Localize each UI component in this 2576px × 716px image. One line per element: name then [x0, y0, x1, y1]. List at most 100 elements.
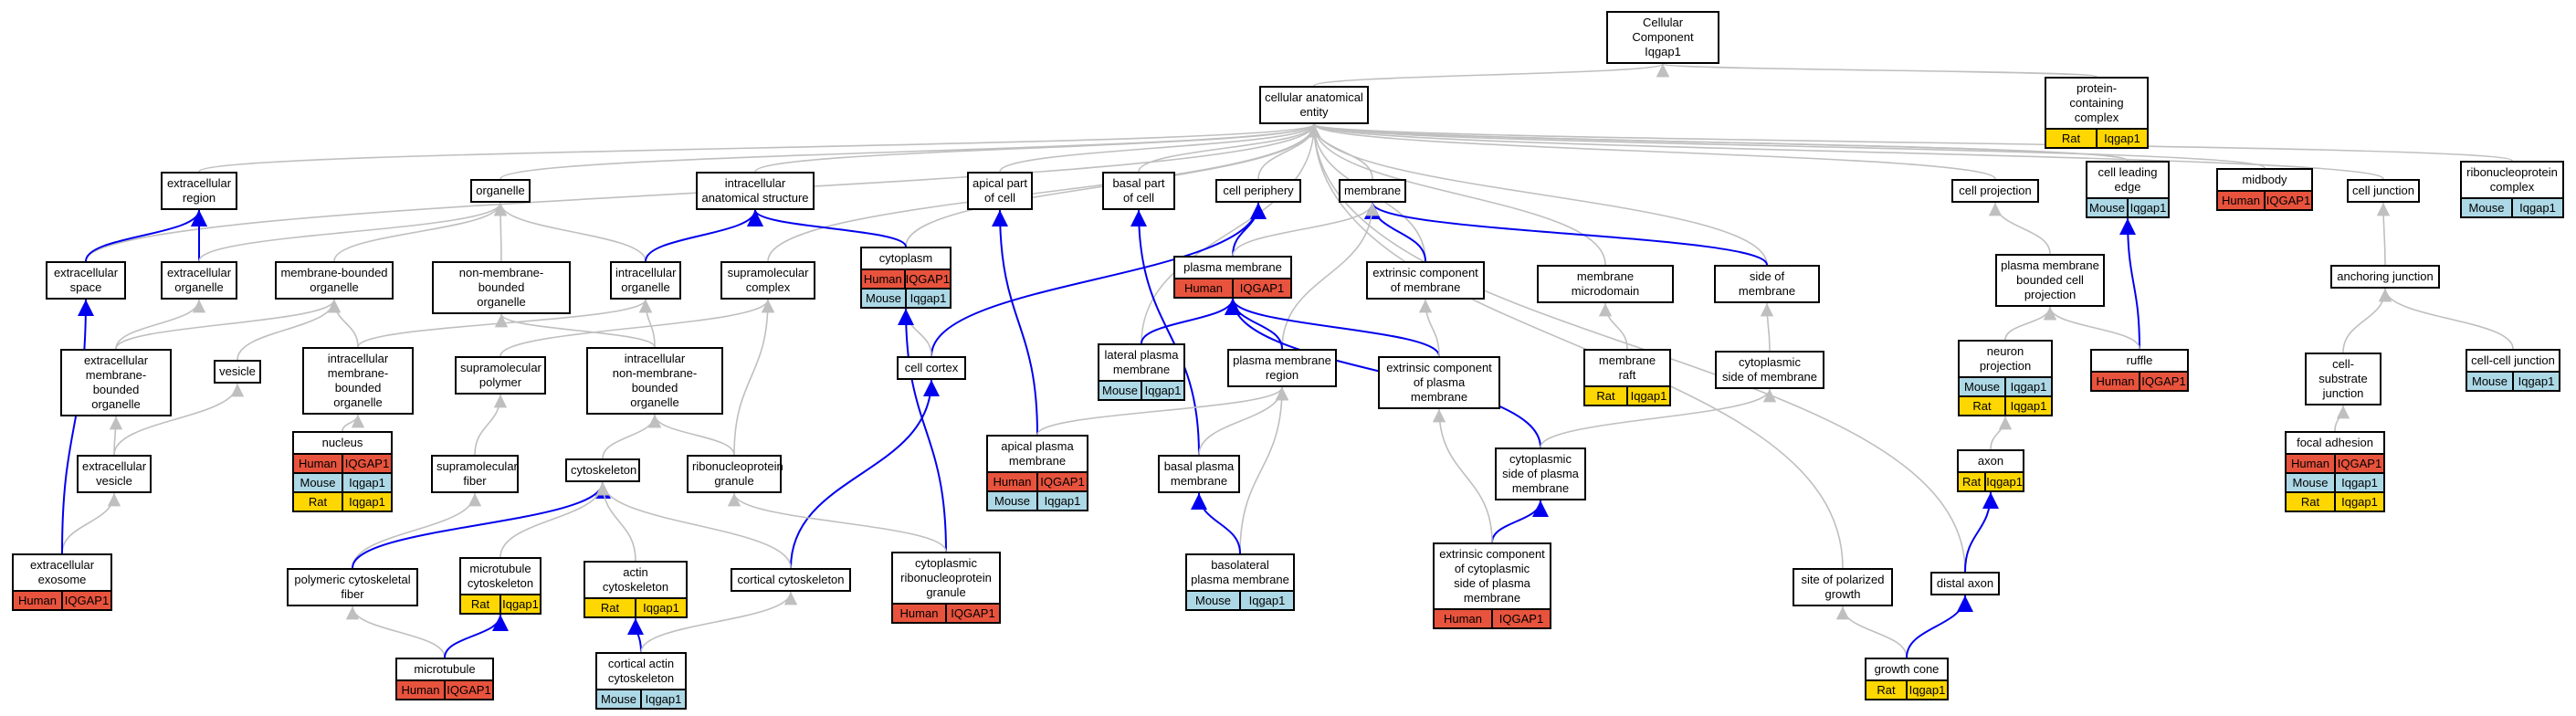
go-term-label-line: distal axon	[1936, 576, 1994, 590]
go-term-label-line: cell periphery	[1223, 184, 1294, 197]
species-cell: Rat	[470, 597, 490, 611]
gene-cell: IQGAP1	[945, 605, 999, 622]
go-term-label-line: basolateral	[1211, 558, 1269, 572]
go-term-node: distal axon	[1930, 572, 2000, 595]
is-a-edge	[2376, 202, 2391, 266]
gene-cell: Iqgap1	[2127, 199, 2168, 216]
species-cell: Mouse	[300, 476, 336, 490]
go-term-label: actin cytoskeleton	[585, 563, 686, 597]
annotated-edge	[1906, 595, 1973, 658]
go-term-label-line: focal adhesion	[2297, 436, 2373, 449]
gene-cell: IQGAP1	[342, 455, 391, 472]
go-term-label-line: projection	[2024, 288, 2077, 301]
species-cell: Rat	[2300, 495, 2320, 509]
go-term-label: membrane	[1341, 181, 1404, 201]
go-term-label-line: anatomical structure	[701, 191, 809, 205]
annotated-edge	[444, 614, 509, 658]
is-a-edge	[474, 394, 508, 456]
gene-cell: Iqgap1	[1984, 473, 2023, 490]
is-a-edge	[115, 299, 342, 350]
go-term-label-line: organelle	[630, 395, 679, 409]
is-a-edge	[115, 299, 206, 350]
go-term-label-line: cytoplasmic	[1509, 452, 1572, 466]
go-term-label: focal adhesion	[2287, 433, 2383, 453]
species-cell: Rat	[2061, 132, 2081, 145]
go-term-label-line: cell-substrate	[2318, 357, 2368, 385]
annotated-edge	[790, 379, 940, 569]
gene-cell: IQGAP1	[1491, 610, 1550, 627]
go-term-label-line: polymer	[478, 375, 522, 389]
go-term-label: cytoskeleton	[567, 460, 638, 480]
go-term-label-line: axon	[1977, 454, 2004, 468]
go-term-label-line: polymeric cytoskeletal	[294, 573, 411, 586]
is-a-edge	[1307, 123, 1768, 266]
is-a-edge	[1835, 605, 1908, 658]
go-term-label-line: space	[69, 280, 102, 294]
go-term-node: cell projection	[1951, 179, 2039, 203]
go-term-label-line: ribonucleoprotein	[900, 571, 992, 584]
go-term-label: anchoring junction	[2332, 267, 2438, 287]
species-cell: Mouse	[600, 692, 637, 706]
go-term-label-line: midbody	[2242, 173, 2287, 186]
is-a-edge	[1239, 386, 1289, 554]
annotated-edge	[627, 617, 645, 653]
go-term-label: nucleus	[294, 433, 391, 453]
is-a-edge	[1308, 123, 2266, 169]
go-term-label: midbody	[2218, 170, 2311, 190]
go-term-label-line: complex	[2489, 180, 2535, 194]
species-cell: Human	[1444, 612, 1482, 626]
gene-cell: Iqgap1	[2512, 373, 2559, 390]
go-term-label-line: non-membrane-bounded	[612, 366, 698, 395]
annotated-edge	[1130, 209, 1200, 456]
go-term-label: cell junction	[2349, 181, 2418, 201]
is-a-edge	[2378, 288, 2514, 350]
go-term-label-line: side of membrane	[1738, 269, 1796, 298]
go-term-label: vesicle	[216, 362, 259, 382]
species-cell: Rat	[1962, 475, 1982, 489]
is-a-edge	[1760, 302, 1774, 352]
gene-cell: Iqgap1	[2004, 397, 2051, 415]
go-term-label: growth cone	[1866, 659, 1947, 679]
species-cell: Human	[299, 457, 337, 470]
is-a-edge	[1990, 416, 2013, 450]
species-annotation-row: Human IQGAP1	[1435, 608, 1550, 627]
go-term-label-line: extracellular	[53, 266, 119, 279]
gene-cell: Iqgap1	[1141, 382, 1183, 399]
annotated-edge	[1964, 491, 1999, 573]
go-term-label-line: growth cone	[1874, 662, 1940, 676]
species-cell: Mouse	[994, 494, 1031, 508]
go-term-label-line: protein-containing	[2069, 81, 2124, 110]
go-term-label-line: cytoplasmic	[915, 556, 977, 570]
go-term-label-line: plasma membrane	[1191, 573, 1289, 586]
